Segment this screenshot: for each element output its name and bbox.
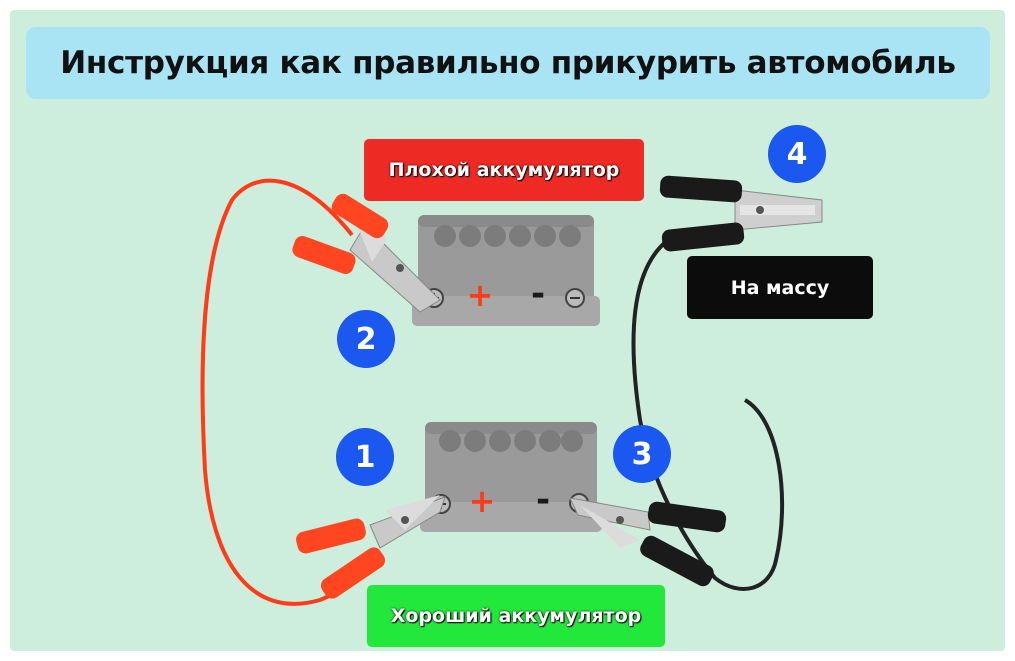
good-battery-plus-sign: + — [469, 482, 496, 520]
good-battery-label: Хороший аккумулятор — [367, 585, 665, 647]
title-banner: Инструкция как правильно прикурить автом… — [26, 27, 990, 99]
step-2-badge: 2 — [337, 310, 395, 368]
clamp-1-red — [296, 495, 446, 599]
bad-battery — [412, 215, 600, 326]
bad-battery-minus-sign: - — [531, 274, 545, 314]
step-3-badge: 3 — [613, 425, 671, 483]
clamp-4-black — [659, 175, 823, 252]
page-title: Инструкция как правильно прикурить автом… — [60, 45, 956, 81]
ground-label: На массу — [687, 256, 873, 319]
good-battery-label-text: Хороший аккумулятор — [390, 605, 642, 627]
bad-battery-label: Плохой аккумулятор — [364, 139, 644, 201]
background-panel — [10, 10, 1005, 651]
good-battery — [420, 422, 602, 532]
clamp-3-black — [569, 497, 727, 587]
ground-label-text: На массу — [730, 276, 830, 299]
good-battery-minus-sign: - — [536, 480, 550, 520]
bad-battery-label-text: Плохой аккумулятор — [388, 159, 620, 181]
step-1-badge: 1 — [336, 428, 394, 486]
step-4-badge: 4 — [768, 125, 826, 183]
bad-battery-plus-sign: + — [467, 276, 494, 314]
clamp-2-red — [292, 193, 441, 313]
red-cable — [200, 178, 367, 606]
